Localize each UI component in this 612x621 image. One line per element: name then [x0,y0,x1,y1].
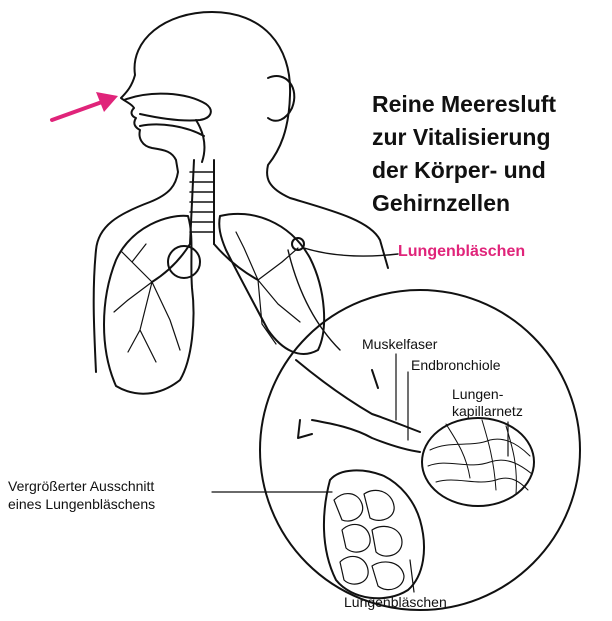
capillary-net [422,418,534,506]
bronchial-tree-left [114,244,180,362]
nasal-cavity [124,94,211,121]
label-muscle-fiber: Muskelfaser [362,336,437,353]
label-capillary-net-2: kapillarnetz [452,403,523,420]
label-magnified-2: eines Lungenbläschens [8,496,155,513]
headline-line-2: zur Vitalisierung [372,121,608,154]
headline: Reine Meeresluft zur Vitalisierung der K… [372,88,608,220]
label-magnified-1: Vergrößerter Ausschnitt [8,478,154,495]
headline-line-3: der Körper- und [372,154,608,187]
alveolar-sac-bubbles [334,490,404,589]
left-lung [104,216,194,394]
body-outline [94,12,388,372]
right-lung [219,214,324,354]
bronchiole-tube [296,360,420,452]
label-end-bronchiole: Endbronchiole [411,357,501,374]
headline-line-1: Reine Meeresluft [372,88,608,121]
label-alveolus-pink: Lungenbläschen [398,243,525,261]
arrow-right-icon [52,92,118,120]
alveolar-sac [324,470,424,598]
label-alveoli-bottom: Lungenbläschen [344,594,447,611]
label-capillary-net-1: Lungen- [452,386,503,403]
headline-line-4: Gehirnzellen [372,187,608,220]
bronchiole-side [298,370,378,438]
heart-hint [168,246,200,278]
